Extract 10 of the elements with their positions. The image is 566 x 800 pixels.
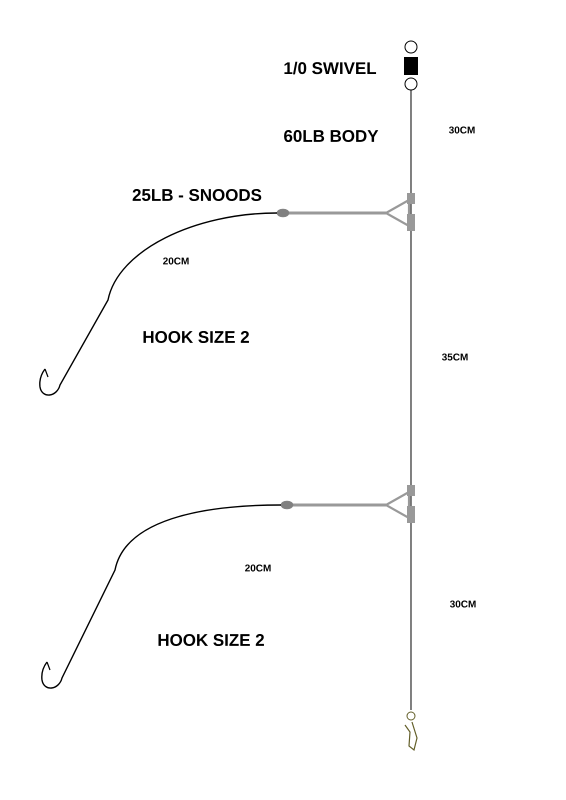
part-label: HOOK SIZE 2 bbox=[158, 634, 264, 646]
part-label: HOOK SIZE 2 bbox=[144, 331, 249, 343]
dimension-label: 30CM bbox=[450, 600, 476, 608]
part-label: 1/0 SWIVEL bbox=[284, 62, 376, 74]
dimension-label: 30CM bbox=[448, 126, 475, 134]
part-label: 60LB BODY bbox=[284, 130, 378, 142]
part-label: 25LB - SNOODS bbox=[132, 189, 262, 201]
dimension-label: 35CM bbox=[442, 353, 468, 361]
dimension-label: 20CM bbox=[163, 257, 189, 265]
dimension-label: 20CM bbox=[245, 564, 271, 572]
